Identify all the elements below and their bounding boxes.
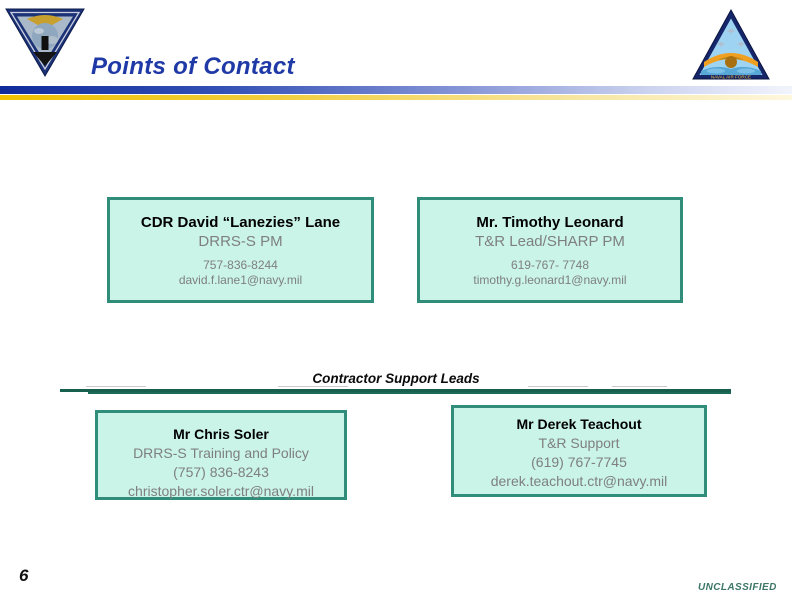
slide-number: 6	[19, 566, 29, 585]
template-underscore-mark	[528, 386, 588, 387]
contact-name: Mr. Timothy Leonard	[476, 214, 624, 231]
contact-name: Mr Chris Soler	[173, 426, 269, 442]
page-title: Points of Contact	[91, 53, 295, 80]
contact-role: T&R Lead/SHARP PM	[475, 233, 625, 250]
contact-role: T&R Support	[538, 435, 620, 451]
template-underscore-mark	[612, 386, 667, 387]
contact-card-leonard: Mr. Timothy Leonard T&R Lead/SHARP PM 61…	[417, 197, 683, 303]
header-rule-gold	[0, 95, 792, 100]
template-underscore-mark	[86, 386, 146, 387]
navy-triangle-crest-icon: NAVAL AIR FORCE	[692, 8, 770, 81]
contact-phone: (619) 767-7745	[531, 454, 627, 470]
header-rule-blue	[0, 86, 792, 94]
contractor-section-heading: Contractor Support Leads	[312, 371, 480, 386]
contact-email: timothy.g.leonard1@navy.mil	[473, 273, 627, 287]
section-divider-line	[60, 389, 731, 392]
contact-name: Mr Derek Teachout	[516, 416, 642, 432]
contact-email: christopher.soler.ctr@navy.mil	[128, 483, 314, 499]
contact-name: CDR David “Lanezies” Lane	[140, 214, 341, 231]
template-underscore-mark	[278, 386, 348, 387]
classification-marking: UNCLASSIFIED	[698, 582, 777, 593]
navy-inverted-triangle-crest-icon	[5, 8, 85, 78]
contact-role: DRRS-S PM	[198, 233, 283, 250]
contact-email: david.f.lane1@navy.mil	[178, 273, 303, 287]
contact-card-teachout: Mr Derek Teachout T&R Support (619) 767-…	[451, 405, 707, 497]
svg-text:NAVAL AIR FORCE: NAVAL AIR FORCE	[711, 75, 751, 80]
contact-phone: (757) 836-8243	[173, 464, 269, 480]
section-divider-line	[88, 392, 731, 394]
contact-card-lane: CDR David “Lanezies” Lane DRRS-S PM 757-…	[107, 197, 374, 303]
contact-phone: 619-767- 7748	[510, 258, 590, 272]
contact-card-soler: Mr Chris Soler DRRS-S Training and Polic…	[95, 410, 347, 500]
contact-phone: 757-836-8244	[203, 258, 278, 272]
contact-role: DRRS-S Training and Policy	[133, 445, 309, 461]
contact-email: derek.teachout.ctr@navy.mil	[490, 473, 668, 489]
